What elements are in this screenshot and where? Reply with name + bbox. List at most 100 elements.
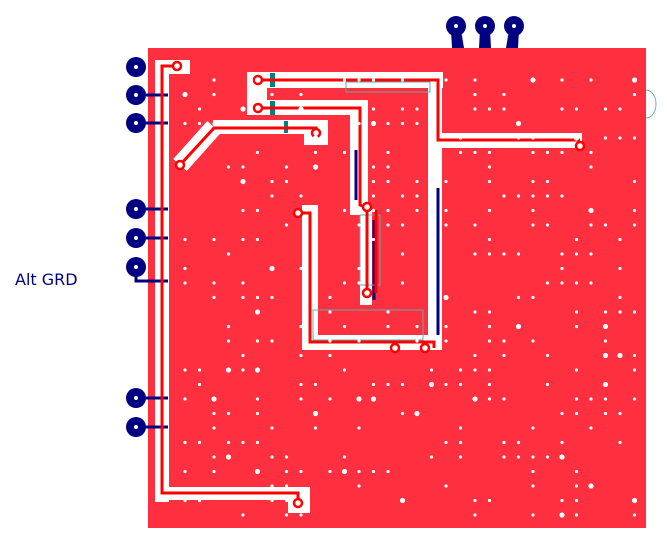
- via: [400, 194, 405, 198]
- bottom-layer-traces: [134, 93, 440, 429]
- via: [487, 150, 492, 155]
- via: [415, 194, 419, 198]
- via: [560, 78, 564, 82]
- via: [415, 107, 419, 111]
- pad-1: [126, 57, 146, 77]
- via: [516, 136, 521, 140]
- via: [212, 92, 216, 97]
- via: [254, 309, 261, 315]
- via: [487, 324, 492, 329]
- via: [531, 208, 535, 213]
- via: [603, 411, 608, 416]
- via: [386, 165, 390, 169]
- via: [574, 513, 579, 517]
- via: [588, 207, 594, 214]
- via: [487, 339, 492, 343]
- via: [530, 77, 536, 83]
- via: [560, 266, 564, 271]
- via: [632, 397, 637, 401]
- pad-5: [126, 228, 146, 248]
- pad-2: [126, 85, 146, 105]
- via: [429, 252, 434, 256]
- via: [313, 150, 318, 155]
- pad-7: [126, 388, 146, 408]
- via: [443, 294, 449, 301]
- via: [183, 368, 187, 372]
- via: [371, 208, 376, 213]
- via: [545, 382, 550, 387]
- via: [414, 410, 420, 417]
- via: [545, 179, 550, 184]
- via: [226, 121, 231, 126]
- via: [545, 150, 550, 155]
- via: [183, 440, 187, 445]
- via: [371, 165, 376, 169]
- via: [212, 281, 216, 285]
- alt-ground-label: Alt GRD: [15, 270, 78, 289]
- via: [458, 382, 463, 387]
- via: [444, 78, 448, 82]
- top-connector-pads[interactable]: [446, 16, 524, 48]
- via: [299, 397, 303, 401]
- via: [588, 483, 594, 489]
- via: [560, 411, 564, 416]
- via: [574, 281, 579, 285]
- via: [284, 165, 289, 169]
- via: [299, 469, 303, 474]
- via: [429, 194, 434, 198]
- via: [197, 107, 202, 111]
- via: [284, 179, 289, 184]
- via: [415, 208, 419, 213]
- via: [197, 498, 202, 503]
- via: [516, 252, 521, 256]
- via: [371, 179, 376, 184]
- via: [386, 179, 390, 184]
- via: [602, 352, 609, 359]
- via: [182, 91, 188, 98]
- via: [270, 484, 274, 488]
- via: [618, 136, 622, 140]
- via: [211, 396, 217, 402]
- via: [226, 165, 231, 169]
- via: [502, 92, 506, 97]
- via: [269, 265, 275, 272]
- via: [386, 469, 390, 474]
- via: [371, 469, 376, 474]
- pad-3: [126, 113, 146, 133]
- via: [284, 223, 289, 227]
- pad-alt-ground: [126, 257, 146, 277]
- via: [531, 150, 535, 155]
- via: [284, 455, 289, 459]
- via: [618, 440, 622, 445]
- via: [531, 426, 535, 430]
- via: [574, 310, 579, 314]
- left-connector-pads[interactable]: [126, 57, 146, 437]
- via: [531, 295, 535, 300]
- via: [487, 107, 492, 111]
- via: [371, 382, 376, 387]
- via: [255, 107, 260, 111]
- via: [444, 223, 448, 227]
- via: [589, 150, 593, 155]
- via: [270, 339, 274, 343]
- via: [618, 266, 622, 271]
- via: [226, 324, 231, 329]
- via: [444, 208, 448, 213]
- via: [473, 513, 477, 517]
- via: [341, 468, 348, 475]
- via: [631, 77, 638, 83]
- via: [444, 440, 448, 445]
- via: [357, 469, 361, 474]
- via: [560, 150, 564, 155]
- via: [342, 150, 347, 155]
- via: [299, 382, 303, 387]
- via: [632, 368, 637, 372]
- via: [240, 106, 246, 112]
- via: [589, 78, 593, 82]
- via: [299, 353, 303, 358]
- via: [400, 411, 405, 416]
- via: [328, 397, 332, 401]
- via: [356, 396, 362, 402]
- via: [183, 266, 187, 271]
